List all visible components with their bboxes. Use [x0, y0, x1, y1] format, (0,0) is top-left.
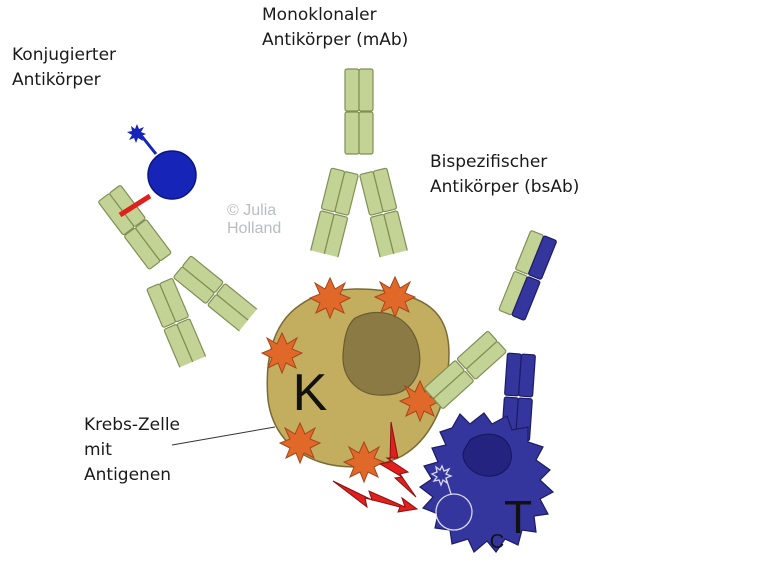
label-line: Antigenen: [84, 465, 172, 485]
drug-payload-icon: [127, 124, 197, 200]
cancer-cell: K: [266, 288, 450, 468]
label-bispecific-antibody: Bispezifischer Antikörper (bsAb): [430, 150, 579, 200]
label-cancer-cell: Krebs-Zelle mit Antigenen: [84, 413, 180, 488]
label-line: Antikörper (bsAb): [430, 177, 580, 197]
cancer-cell-letter: K: [293, 364, 328, 422]
label-line: Monoklonaler: [262, 5, 377, 25]
lightning-icon: [332, 421, 419, 513]
label-pointer-line: [171, 426, 276, 446]
label-line: Bispezifischer: [430, 152, 548, 172]
copyright-line: © Julia: [227, 202, 277, 219]
t-cell-letter: T: [504, 491, 532, 543]
linker-red: [118, 193, 152, 218]
monoclonal-antibody: [308, 69, 409, 267]
t-cell-subscript: C: [490, 531, 504, 553]
t-cell-granule-icon: [430, 464, 473, 531]
t-cell: T C: [418, 412, 555, 553]
copyright-watermark: © Julia Holland: [227, 202, 281, 238]
label-line: Krebs-Zelle: [84, 415, 181, 435]
label-line: Antikörper: [12, 70, 101, 90]
label-line: Konjugierter: [12, 45, 117, 65]
label-line: Antikörper (mAb): [262, 30, 409, 50]
label-line: mit: [84, 440, 112, 460]
label-conjugated-antibody: Konjugierter Antikörper: [12, 43, 116, 93]
copyright-line: Holland: [227, 220, 282, 237]
label-monoclonal-antibody: Monoklonaler Antikörper (mAb): [262, 3, 408, 53]
